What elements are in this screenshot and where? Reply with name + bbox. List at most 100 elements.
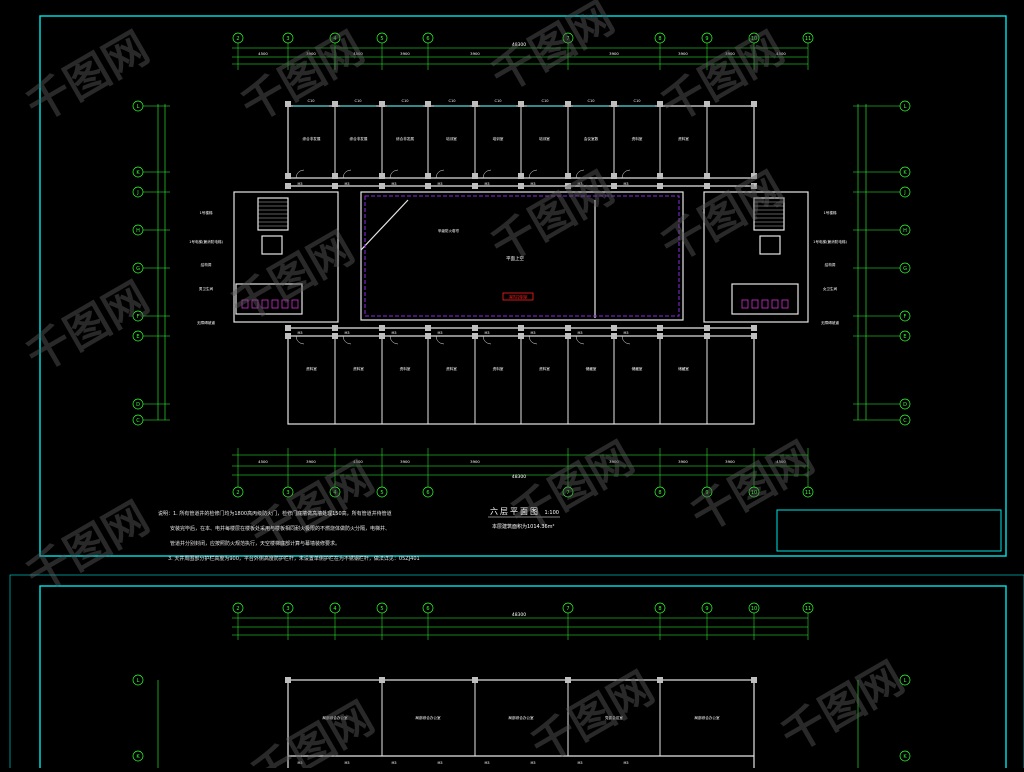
watermark-text: 千图网 [243,692,383,768]
column [657,325,663,331]
dimension-value: 3900 [609,459,619,464]
watermark-text: 千图网 [683,432,823,542]
door-tag: M3 [530,182,535,186]
axis-label: L [137,678,140,684]
column [704,183,710,189]
structural-columns [285,101,757,339]
column [704,101,710,107]
axis-bubble-6: 6 [422,486,434,498]
column [751,173,757,179]
door-swing [528,169,538,179]
note-line-4: 3. 天井周围部分护栏高度为900，平台外侧高度防护栏杆，未设置单侧护栏在为不锈… [168,556,420,562]
wing-label: 结构洞 [201,262,212,267]
column [332,173,338,179]
top-dimension-lines [232,47,808,65]
wing-label: 结构洞 [825,262,836,267]
room-label: 资料室 [353,366,364,371]
rooms-bottom-row: 资料室资料室资料室资料室资料室资料室储藏室储藏室储藏室 [306,366,689,371]
axis-bubble-E: E [899,330,911,342]
column [472,183,478,189]
axis-label: H [136,228,140,234]
column [704,173,710,179]
column [565,101,571,107]
column [704,325,710,331]
watermark-text: 千图网 [18,272,158,382]
axis-label: 7 [566,490,569,496]
column [472,677,478,683]
door-tag: M3 [344,331,349,335]
axis-label: K [903,170,907,176]
axis-bubble-G: G [899,262,911,274]
axis-label: 2 [236,490,239,496]
drawing-scale: 1:100 [544,510,559,516]
column [611,325,617,331]
room-label: 资料室 [539,366,550,371]
dimension-value: 3900 [725,51,735,56]
column [472,101,478,107]
sheet-1-frame [39,15,1007,557]
column [285,333,291,339]
axis-bubble-K: K [899,166,911,178]
axis-label: F [904,314,907,320]
wing-label: 女卫生间 [823,286,838,291]
column [518,101,524,107]
column [565,183,571,189]
axis-bubble-L: L [132,674,144,686]
axis-bubble-11: 11 [802,602,814,614]
axis-label: 4 [333,606,336,612]
window-tag: C10 [633,99,641,103]
sheet-2-frame [39,585,1007,772]
axis-bubble-K: K [132,166,144,178]
axis-label: 5 [380,490,383,496]
axis-label: 4 [333,36,336,42]
axis-label: L [904,678,907,684]
axis-bubble-11: 11 [802,486,814,498]
column [379,325,385,331]
right-dimension-ladder [857,104,867,420]
door-swing [389,169,399,179]
axis-label: 10 [751,36,757,42]
column [518,183,524,189]
room-label: 储藏室 [632,366,643,371]
door-swing [342,169,352,179]
dimension-value: 3900 [609,51,619,56]
door-tag: M3 [530,331,535,335]
axis-label: K [136,754,140,760]
column [472,325,478,331]
axis-bubble-G: G [132,262,144,274]
watermark-text: 千图网 [18,22,158,132]
door-tag: M3 [391,331,396,335]
door-swing [528,335,538,345]
room-label: 局部综合办公室 [694,715,720,720]
dimension-value: 3900 [306,459,316,464]
sheet-2-rooms: 局部综合办公室局部综合办公室局部综合办公室党委会议室局部综合办公室 [322,715,720,720]
wing-label: 1号楼梯 [199,210,212,215]
door-tag: M3 [344,761,349,765]
column [285,173,291,179]
room-label: 资料室 [306,366,317,371]
watermark-text: 千图网 [653,22,793,132]
room-label: 储藏室 [586,366,597,371]
door-swing [575,335,585,345]
window-tag: C10 [354,99,362,103]
axis-circle [132,674,144,686]
room-label: 资料室 [493,366,504,371]
overall-dimension-top: 48300 [512,42,526,48]
axis-bubble-K: K [899,750,911,762]
axis-label: K [903,754,907,760]
axis-bubble-7: 7 [562,602,574,614]
room-label: 综合非发展 [350,136,368,141]
axis-label: F [137,314,140,320]
window-tag: C10 [448,99,456,103]
axis-bubble-6: 6 [422,32,434,44]
note-line-1: 说明：1. 所有管道井的检修门均为1800高丙级防火门，检修门底墙做高墙处理15… [158,511,392,517]
axis-bubble-10: 10 [748,602,760,614]
axis-bubble-5: 5 [376,602,388,614]
overall-dimension-bottom: 48300 [512,474,526,480]
axis-bubble-6: 6 [422,602,434,614]
dimension-value: 4500 [776,51,786,56]
